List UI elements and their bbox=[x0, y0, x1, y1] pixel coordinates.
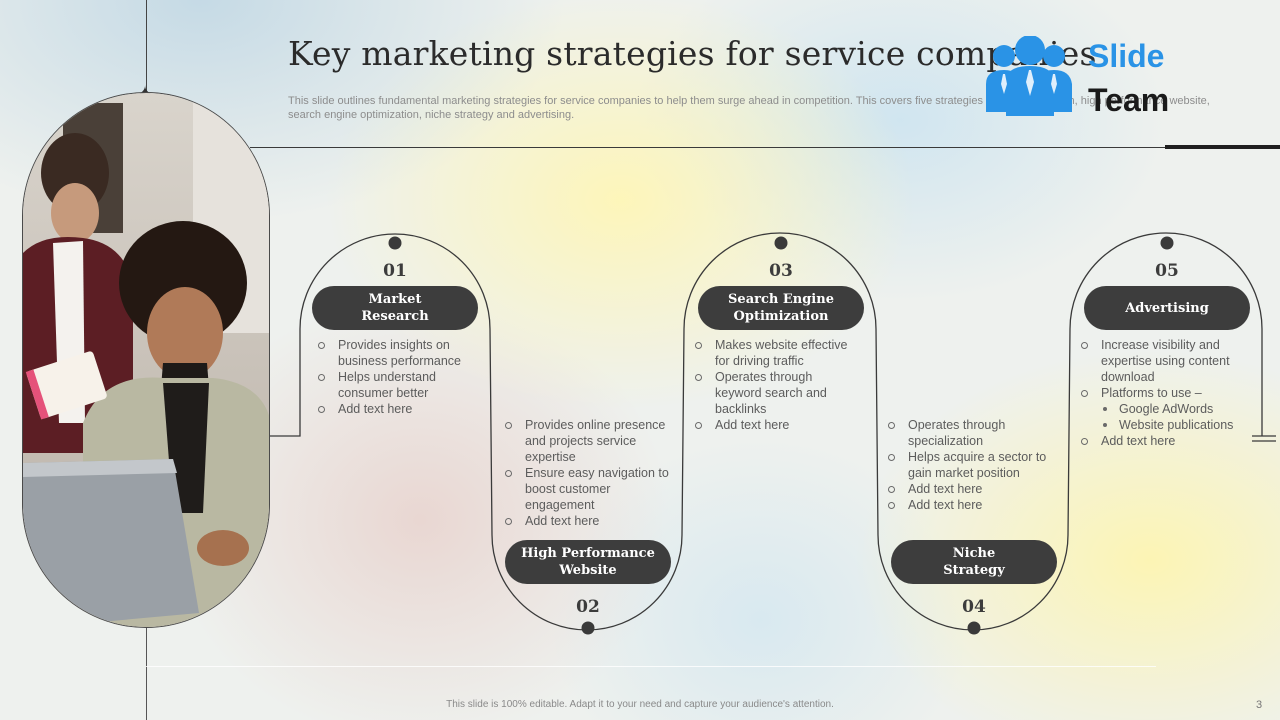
list-item: Add text here bbox=[318, 401, 483, 417]
logo-text-team: Team bbox=[1088, 82, 1170, 118]
list-item: Add text here bbox=[888, 497, 1058, 513]
list-item: Add text here bbox=[505, 513, 670, 529]
list-item: Platforms to use – bbox=[1081, 385, 1246, 401]
page-number: 3 bbox=[1256, 699, 1263, 711]
photo-two-women-laptop bbox=[22, 92, 270, 628]
list-subitem: Website publications bbox=[1081, 417, 1246, 433]
list-subitem: Google AdWords bbox=[1081, 401, 1246, 417]
step-title-line1: Market bbox=[368, 292, 422, 307]
page-title: Key marketing strategies for service com… bbox=[288, 34, 1097, 73]
decorative-vertical-line-bottom bbox=[146, 628, 147, 720]
header-divider bbox=[250, 147, 1280, 148]
people-group-icon bbox=[986, 36, 1072, 116]
header-divider-accent bbox=[1165, 145, 1280, 149]
logo-text-slide: Slide bbox=[1088, 38, 1165, 74]
list-item: Increase visibility and expertise using … bbox=[1081, 337, 1246, 385]
step-title-line2: Strategy bbox=[943, 563, 1005, 578]
step-bullets-01: Provides insights on business performanc… bbox=[318, 337, 483, 417]
step-title-line1: Niche bbox=[952, 546, 996, 561]
step-title-line1: High Performance bbox=[521, 546, 655, 561]
list-item: Provides insights on business performanc… bbox=[318, 337, 483, 369]
step-title-line2: Optimization bbox=[733, 309, 829, 324]
decorative-vertical-line bbox=[146, 0, 147, 100]
step-bullets-05: Increase visibility and expertise using … bbox=[1081, 337, 1246, 449]
list-item: Ensure easy navigation to boost customer… bbox=[505, 465, 670, 513]
list-item: Helps acquire a sector to gain market po… bbox=[888, 449, 1058, 481]
list-item: Provides online presence and projects se… bbox=[505, 417, 670, 465]
step-title-line1: Advertising bbox=[1125, 300, 1209, 316]
step-number-02: 02 bbox=[576, 597, 600, 617]
list-item: Operates through keyword search and back… bbox=[695, 369, 860, 417]
list-item: Add text here bbox=[695, 417, 860, 433]
step-number-03: 03 bbox=[769, 261, 793, 281]
list-item: Makes website effective for driving traf… bbox=[695, 337, 860, 369]
step-pill-advertising: Advertising bbox=[1084, 286, 1250, 330]
step-bullets-04: Operates through specialization Helps ac… bbox=[888, 417, 1058, 513]
page-subtitle: This slide outlines fundamental marketin… bbox=[288, 95, 1210, 121]
step-title-line2: Research bbox=[361, 309, 429, 324]
step-title-line2: Website bbox=[559, 563, 617, 578]
list-item: Operates through specialization bbox=[888, 417, 1058, 449]
step-bullets-03: Makes website effective for driving traf… bbox=[695, 337, 860, 433]
list-item: Add text here bbox=[888, 481, 1058, 497]
list-item: Helps understand consumer better bbox=[318, 369, 483, 401]
footer-note: This slide is 100% editable. Adapt it to… bbox=[446, 699, 834, 710]
step-number-05: 05 bbox=[1155, 261, 1179, 281]
step-bullets-02: Provides online presence and projects se… bbox=[505, 417, 670, 529]
step-title-line1: Search Engine bbox=[728, 292, 834, 307]
step-number-04: 04 bbox=[962, 597, 986, 617]
step-number-01: 01 bbox=[383, 261, 407, 281]
list-item: Add text here bbox=[1081, 433, 1246, 449]
footer-divider bbox=[146, 666, 1156, 667]
